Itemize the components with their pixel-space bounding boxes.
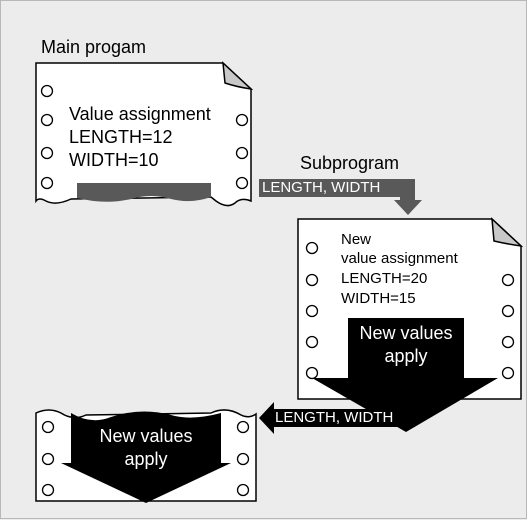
main-program-line-width: WIDTH=10	[69, 150, 159, 170]
subprogram-line-new: New	[341, 231, 372, 248]
subprogram-title: Subprogram	[300, 153, 400, 173]
main-program-hole-left-4	[40, 176, 54, 190]
main-return-apply-arrow	[61, 411, 231, 503]
main-return-hole-left-3	[41, 483, 55, 497]
transfer-label-to-subprogram: LENGTH, WIDTH	[262, 179, 381, 196]
subprogram-hole-left-3	[305, 304, 319, 318]
subprogram-hole-right-2	[501, 304, 515, 318]
main-program-hole-left-3	[40, 146, 54, 160]
main-return-apply-line-2: apply	[124, 449, 168, 469]
transfer-label-back: LENGTH, WIDTH	[275, 409, 394, 426]
main-return-hole-right-2	[236, 452, 250, 466]
subprogram-hole-left-2	[305, 273, 319, 287]
main-program-hole-right-1	[235, 113, 249, 127]
subprogram-hole-right-3	[501, 335, 515, 349]
subprogram-sheet	[297, 217, 524, 432]
main-program-line-length: LENGTH=12	[69, 127, 173, 147]
subprogram-hole-left-1	[305, 241, 319, 255]
main-program-hole-right-3	[235, 176, 249, 190]
subprogram-apply-arrow	[312, 318, 498, 432]
main-program-sheet	[35, 61, 254, 207]
subprogram-line-length: LENGTH=20	[341, 270, 428, 287]
main-program-page-fold	[222, 61, 254, 91]
transfer-arrow-back	[259, 397, 415, 434]
subprogram-hole-left-4	[305, 335, 319, 349]
main-program-title: Main progam	[41, 37, 147, 57]
main-program-dark-band	[77, 183, 211, 202]
subprogram-hole-right-4	[501, 366, 515, 380]
subprogram-apply-line-1: New values	[359, 323, 453, 343]
transfer-arrow-to-subprogram-band	[259, 179, 407, 197]
transfer-arrow-to-subprogram-shaft	[400, 179, 415, 201]
main-program-hole-left-2	[40, 113, 54, 127]
transfer-arrow-to-subprogram-head	[394, 200, 422, 215]
main-return-sheet	[35, 409, 257, 503]
main-return-hole-left-1	[41, 420, 55, 434]
transfer-arrow-to-subprogram	[259, 179, 422, 215]
subprogram-apply-line-2: apply	[384, 346, 428, 366]
main-return-apply-line-1: New values	[99, 426, 193, 446]
main-program-hole-left-1	[40, 84, 54, 98]
subprogram-line-width: WIDTH=15	[341, 290, 416, 307]
subprogram-hole-right-1	[501, 273, 515, 287]
transfer-arrow-back-band	[272, 409, 415, 427]
main-return-hole-right-1	[236, 420, 250, 434]
main-return-hole-left-2	[41, 452, 55, 466]
subprogram-hole-left-5	[305, 366, 319, 380]
main-program-line-value-assignment: Value assignment	[69, 104, 211, 124]
main-program-hole-right-2	[235, 146, 249, 160]
subprogram-page-fold	[491, 217, 524, 248]
subprogram-line-value-assignment: value assignment	[341, 250, 458, 267]
transfer-arrow-back-stem	[401, 397, 415, 411]
transfer-arrow-back-head	[259, 402, 274, 434]
main-return-hole-right-3	[236, 483, 250, 497]
main-program-paper	[35, 62, 252, 207]
